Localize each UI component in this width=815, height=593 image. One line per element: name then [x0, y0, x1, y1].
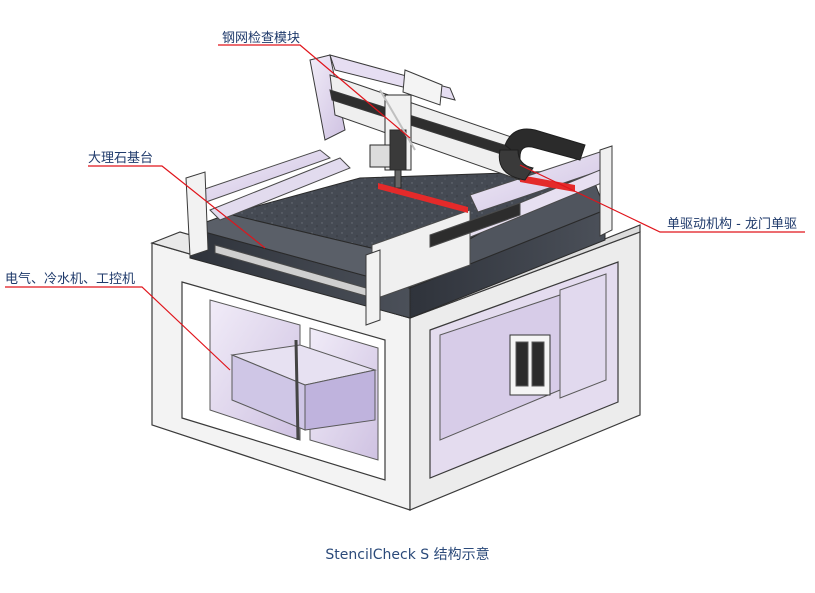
- figure-caption: StencilCheck S 结构示意: [325, 547, 490, 563]
- frame-posts: [185, 145, 613, 326]
- callout-stencil-module: 钢网检查模块: [222, 31, 301, 46]
- drag-chain: [498, 128, 586, 181]
- gantry-beam: [309, 54, 521, 181]
- cabinet-panels: [209, 299, 379, 461]
- leader-stencil-module: [218, 44, 411, 139]
- callout-gantry-drive: 单驱动机构 - 龙门单驱: [667, 217, 797, 232]
- leader-lines: [5, 44, 805, 371]
- callout-marble-base: 大理石基台: [88, 151, 154, 166]
- inspection-head: [369, 89, 416, 189]
- red-guides: [378, 175, 575, 213]
- leader-electrical: [5, 286, 231, 371]
- callout-electrical: 电气、冷水机、工控机: [5, 272, 136, 287]
- leader-marble-base: [88, 165, 266, 249]
- leader-gantry-drive: [519, 164, 805, 233]
- side-bay: [439, 273, 607, 441]
